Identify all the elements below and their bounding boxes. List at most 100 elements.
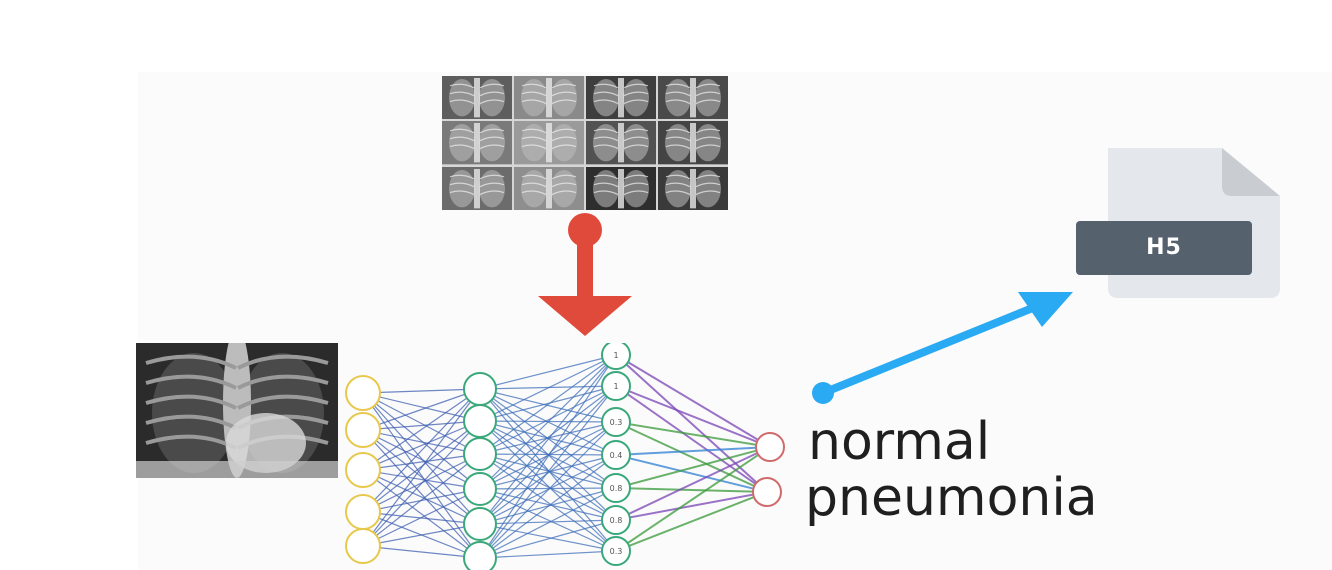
xray-thumbnail bbox=[586, 76, 656, 120]
network-edge bbox=[615, 421, 771, 448]
hidden-node-2 bbox=[601, 343, 631, 370]
node-value-label: 0.3 bbox=[610, 418, 623, 427]
node-value-label: 0.4 bbox=[610, 451, 623, 460]
network-edge bbox=[615, 446, 771, 521]
hidden-node-2 bbox=[601, 440, 631, 470]
network-edge bbox=[479, 354, 617, 559]
network-edge bbox=[362, 453, 481, 471]
network-edge bbox=[362, 388, 481, 471]
network-edge bbox=[615, 491, 768, 521]
network-edge bbox=[362, 420, 481, 547]
network-edge bbox=[615, 446, 771, 552]
network-edge bbox=[479, 453, 617, 552]
network-edge bbox=[479, 421, 617, 559]
xray-thumbnail bbox=[586, 121, 656, 165]
network-edge bbox=[479, 550, 617, 559]
network-edge bbox=[479, 354, 617, 422]
hidden-node-2 bbox=[601, 473, 631, 503]
network-edge bbox=[615, 354, 768, 493]
hidden-node bbox=[463, 541, 497, 570]
network-edge bbox=[362, 388, 481, 547]
output-node bbox=[755, 432, 785, 462]
network-edge bbox=[362, 392, 481, 422]
network-edge bbox=[362, 392, 481, 525]
network-edge bbox=[479, 354, 617, 525]
network-edge bbox=[479, 385, 617, 455]
network-edge bbox=[479, 385, 617, 490]
input-node bbox=[345, 375, 381, 411]
hidden-node-2 bbox=[601, 371, 631, 401]
node-value-label: 0.8 bbox=[610, 516, 623, 525]
input-node bbox=[345, 494, 381, 530]
network-edge bbox=[362, 429, 481, 455]
network-edge bbox=[362, 392, 481, 455]
network-edge bbox=[615, 446, 771, 456]
xray-thumbnail bbox=[442, 76, 512, 120]
hidden-node-2 bbox=[601, 407, 631, 437]
network-edge bbox=[362, 392, 481, 490]
network-edge bbox=[615, 385, 771, 448]
network-edge bbox=[362, 388, 481, 513]
class-label-normal: normal bbox=[808, 412, 991, 472]
network-edge bbox=[615, 354, 771, 448]
network-edge bbox=[479, 488, 617, 552]
xray-thumbnail bbox=[442, 121, 512, 165]
xray-thumbnail bbox=[514, 166, 584, 210]
network-edge bbox=[479, 385, 617, 525]
network-edge bbox=[479, 488, 617, 521]
hidden-node-2 bbox=[601, 505, 631, 535]
network-edge bbox=[479, 385, 617, 422]
input-node bbox=[345, 412, 381, 448]
network-edge bbox=[479, 487, 617, 490]
network-edge bbox=[362, 392, 481, 559]
network-edge bbox=[362, 388, 481, 431]
network-edges bbox=[362, 354, 771, 559]
network-edge bbox=[479, 388, 617, 423]
hidden-node bbox=[463, 507, 497, 541]
xray-thumbnail bbox=[514, 76, 584, 120]
xray-thumbnail bbox=[658, 166, 728, 210]
file-badge-label: H5 bbox=[1146, 234, 1182, 260]
network-edge bbox=[362, 429, 481, 559]
network-edge bbox=[479, 519, 617, 559]
network-edge bbox=[362, 469, 481, 559]
xray-thumbnail bbox=[514, 121, 584, 165]
network-edge bbox=[615, 446, 771, 489]
network-edge bbox=[362, 429, 481, 525]
xray-thumbnail bbox=[658, 121, 728, 165]
network-edge bbox=[479, 453, 617, 521]
hidden-node-2 bbox=[601, 536, 631, 566]
network-edge bbox=[362, 453, 481, 547]
xray-thumbnail bbox=[658, 76, 728, 120]
network-edge bbox=[615, 421, 768, 493]
network-edge bbox=[479, 453, 617, 489]
network-edge bbox=[479, 354, 617, 490]
xray-thumbnail bbox=[442, 166, 512, 210]
input-node bbox=[345, 528, 381, 564]
hidden-node bbox=[463, 472, 497, 506]
network-edge bbox=[479, 354, 617, 390]
network-edge bbox=[615, 491, 768, 552]
hidden-node bbox=[463, 437, 497, 471]
xray-dataset-grid bbox=[442, 76, 728, 210]
h5-file-icon bbox=[1070, 148, 1288, 306]
class-label-pneumonia: pneumonia bbox=[805, 468, 1098, 528]
network-nodes: 110.30.40.80.80.3 bbox=[345, 343, 785, 570]
network-edge bbox=[362, 388, 481, 394]
node-value-label: 0.8 bbox=[610, 484, 623, 493]
neural-network: 110.30.40.80.80.3 bbox=[345, 343, 785, 570]
input-chest-xray bbox=[136, 343, 338, 478]
hidden-node bbox=[463, 372, 497, 406]
network-edge bbox=[615, 454, 768, 493]
network-edge bbox=[615, 487, 768, 493]
network-edge bbox=[479, 421, 617, 525]
network-edge bbox=[362, 420, 481, 471]
network-edge bbox=[479, 354, 617, 455]
network-edge bbox=[362, 469, 481, 525]
network-edge bbox=[479, 487, 617, 559]
network-edge bbox=[479, 454, 617, 559]
output-node bbox=[752, 477, 782, 507]
network-edge bbox=[479, 385, 617, 559]
xray-thumbnail bbox=[586, 166, 656, 210]
